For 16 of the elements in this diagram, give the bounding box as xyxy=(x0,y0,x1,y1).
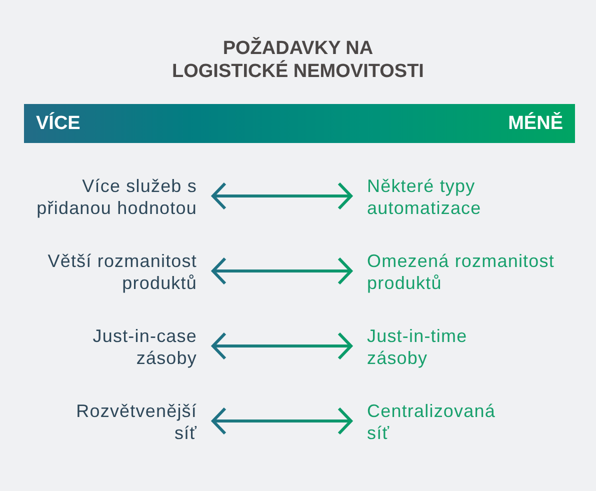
requirement-text: Některé typy automatizace xyxy=(351,175,567,219)
requirement-text: Větší rozmanitost produktů xyxy=(27,250,213,294)
gradient-scale-bar xyxy=(24,104,575,143)
scale-end-label: MÉNĚ xyxy=(508,112,563,135)
requirement-text: Centralizovaná síť xyxy=(351,400,507,444)
requirement-text: Just-in-time zásoby xyxy=(351,325,517,369)
double-headed-arrow xyxy=(212,257,352,285)
requirement-text: Just-in-case zásoby xyxy=(47,325,213,369)
requirement-text: Rozvětvenější síť xyxy=(62,400,213,444)
double-headed-arrow xyxy=(212,182,352,210)
double-headed-arrow xyxy=(212,332,352,360)
requirement-text: Omezená rozmanitost produktů xyxy=(351,250,567,294)
requirement-text: Více služeb s přidanou hodnotou xyxy=(27,175,213,219)
double-headed-arrow xyxy=(212,407,352,435)
scale-end-label: VÍCE xyxy=(36,112,80,135)
diagram-title: POŽADAVKY NA LOGISTICKÉ NEMOVITOSTI xyxy=(171,37,425,83)
